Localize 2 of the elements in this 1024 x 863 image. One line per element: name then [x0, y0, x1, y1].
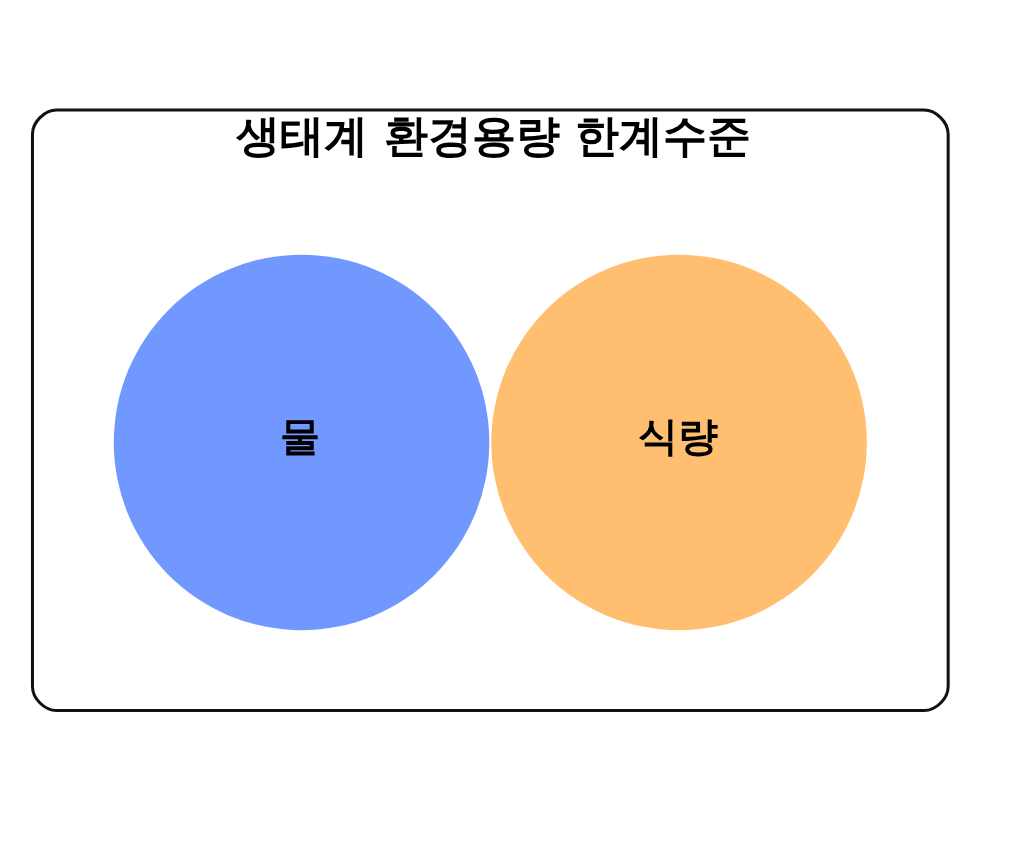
node-circle: 식량: [491, 254, 867, 630]
node-circle: 물: [113, 254, 490, 630]
